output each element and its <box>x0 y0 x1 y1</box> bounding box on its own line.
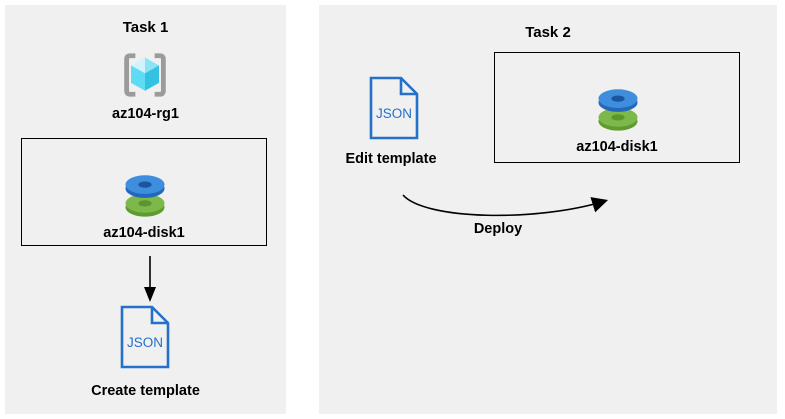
disk-label: az104-disk1 <box>576 139 658 155</box>
arrow-down-icon <box>144 256 156 302</box>
disk-box-task2: az104-disk1 <box>494 52 740 163</box>
right-bracket-shape <box>154 53 166 97</box>
deploy-label: Deploy <box>473 221 523 237</box>
disk-box-task1: az104-disk1 <box>21 138 267 246</box>
folded-corner <box>399 78 417 96</box>
create-template-label: Create template <box>91 383 200 399</box>
json-icon-label: JSON <box>376 106 412 121</box>
folded-corner <box>150 307 168 325</box>
disk-label: az104-disk1 <box>103 225 185 241</box>
panel-task2: Task 2 JSON Edit template az104-disk1 De… <box>319 5 777 414</box>
deploy-curved-arrow-icon <box>402 194 609 217</box>
left-bracket-shape <box>124 53 136 97</box>
document-outline <box>369 76 419 140</box>
resource-group-icon <box>124 53 166 97</box>
panel-task1: Task 1 az104-rg1 az104-disk1 JSON Create… <box>5 5 286 414</box>
json-file-icon: JSON <box>369 76 419 140</box>
managed-disk-icon <box>125 175 165 217</box>
managed-disk-icon <box>598 89 638 131</box>
task1-title: Task 1 <box>122 19 169 36</box>
task2-title: Task 2 <box>525 24 571 41</box>
resource-group-label: az104-rg1 <box>112 106 179 122</box>
document-outline <box>120 305 170 369</box>
edit-template-label: Edit template <box>345 151 437 167</box>
json-file-icon: JSON <box>120 305 170 369</box>
json-icon-label: JSON <box>127 335 163 350</box>
